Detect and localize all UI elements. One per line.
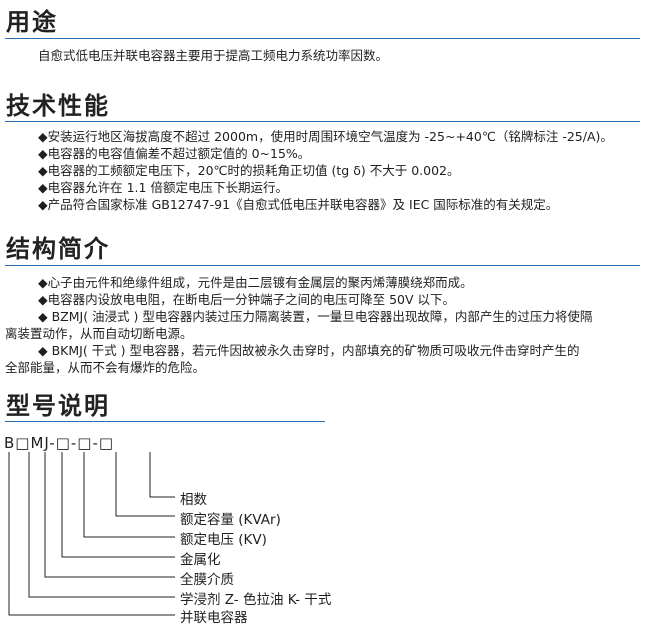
- legend-item: 额定容量 (KVAr): [180, 512, 281, 528]
- section-rule-usage: [5, 38, 640, 39]
- tech-item: ◆产品符合国家标准 GB12747-91《自愈式低电压并联电容器》及 IEC 国…: [38, 197, 559, 212]
- tech-item: ◆电容器允许在 1.1 倍额定电压下长期运行。: [38, 180, 288, 195]
- structure-line: ◆ BKMJ( 干式 ) 型电容器，若元件因故被永久击穿时，内部填充的矿物质可吸…: [38, 343, 580, 358]
- structure-line: 全部能量，从而不会有爆炸的危险。: [5, 360, 206, 375]
- section-rule-model: [5, 421, 325, 422]
- legend-item: 额定电压 (KV): [180, 532, 267, 548]
- usage-line: 自愈式低电压并联电容器主要用于提高工频电力系统功率因数。: [38, 48, 389, 63]
- section-title-tech: 技术性能: [6, 92, 110, 120]
- structure-text: ◆心子由元件和绝缘件组成，元件是由二层镀有金属层的聚丙烯薄膜绕郑而成。 ◆电容器…: [5, 274, 592, 376]
- tech-item: ◆电容器的电容值偏差不超过额定值的 0~15%。: [38, 146, 311, 161]
- usage-text: 自愈式低电压并联电容器主要用于提高工频电力系统功率因数。: [38, 47, 388, 64]
- model-code: B□MJ-□-□-□: [4, 434, 115, 452]
- section-rule-tech: [5, 121, 640, 122]
- structure-line: ◆心子由元件和绝缘件组成，元件是由二层镀有金属层的聚丙烯薄膜绕郑而成。: [38, 275, 473, 290]
- structure-line: ◆ BZMJ( 油浸式 ) 型电容器内装过压力隔离装置，一量旦电容器出现故障，内…: [38, 309, 593, 324]
- legend-item: 金属化: [180, 552, 221, 568]
- legend-item: 并联电容器: [180, 610, 248, 626]
- section-title-usage: 用途: [6, 8, 58, 36]
- legend-item: 学浸剂 Z- 色拉油 K- 干式: [180, 592, 332, 608]
- section-title-model: 型号说明: [6, 392, 110, 420]
- tech-item: ◆安装运行地区海拔高度不超过 2000m，使用时周围环境空气温度为 -25~+4…: [38, 129, 613, 144]
- legend-item: 相数: [180, 492, 207, 508]
- section-rule-structure: [5, 265, 640, 266]
- tech-item: ◆电容器的工频额定电压下，20℃时的损耗角正切值 (tg δ) 不大于 0.00…: [38, 163, 460, 178]
- structure-line: 离装置动作，从而自动切断电源。: [5, 326, 193, 341]
- legend-item: 全膜介质: [180, 572, 234, 588]
- section-title-structure: 结构简介: [6, 235, 110, 263]
- tech-list: ◆安装运行地区海拔高度不超过 2000m，使用时周围环境空气温度为 -25~+4…: [38, 128, 613, 213]
- structure-line: ◆电容器内设放电电阻，在断电后一分钟端子之间的电压可降至 50V 以下。: [38, 292, 456, 307]
